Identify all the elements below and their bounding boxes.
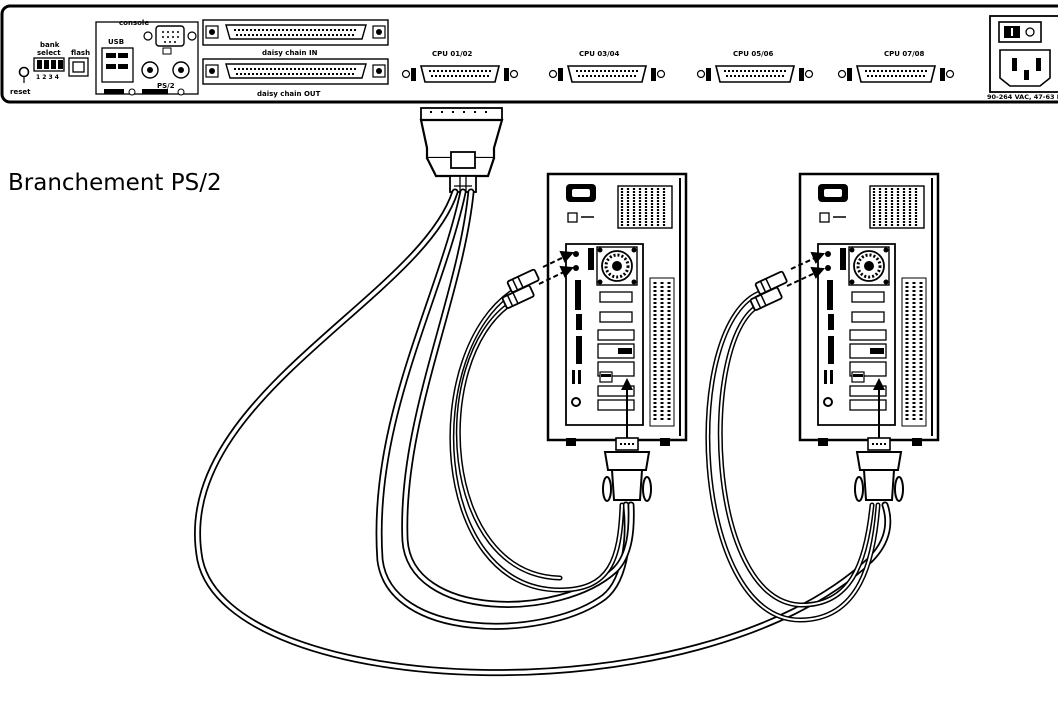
power-label: 90-264 VAC, 47-63 Hz (987, 93, 1058, 101)
usb-label: USB (108, 38, 124, 46)
bank-digits: 1 2 3 4 (36, 74, 59, 81)
cpu-03-04-label: CPU 03/04 (579, 50, 620, 58)
daisy-in-label: daisy chain IN (262, 49, 318, 57)
power-module[interactable] (990, 16, 1058, 92)
cpu-01-02-label: CPU 01/02 (432, 50, 473, 58)
ps2-plugs-computer-2 (750, 271, 787, 311)
kvm-rear-panel: reset bank select 1 2 3 4 flash console … (2, 6, 1058, 102)
cpu-05-06-label: CPU 05/06 (733, 50, 774, 58)
console-label: console (119, 19, 149, 27)
cpu-07-08-label: CPU 07/08 (884, 50, 925, 58)
monitor-icon (163, 48, 171, 54)
kvm-cable-connector (421, 108, 502, 192)
ps2-label: PS/2 (157, 82, 175, 90)
computer-2-tower (800, 174, 938, 446)
bank-select-label-1: bank (40, 41, 60, 49)
usb-ports[interactable] (102, 48, 133, 82)
bank-select-label-2: select (37, 49, 61, 57)
daisy-out-label: daisy chain OUT (257, 90, 321, 98)
diagram-caption: Branchement PS/2 (8, 170, 222, 196)
computer-1-tower (548, 174, 686, 446)
kvm-cables (198, 192, 888, 673)
daisy-chain-in-port[interactable] (203, 20, 388, 45)
flash-port[interactable] (69, 58, 88, 76)
flash-label: flash (71, 49, 90, 57)
ps2-plugs-computer-1 (502, 269, 539, 309)
daisy-chain-out-port[interactable] (203, 59, 388, 84)
reset-label: reset (10, 88, 31, 96)
bank-select-switches[interactable] (34, 58, 64, 71)
